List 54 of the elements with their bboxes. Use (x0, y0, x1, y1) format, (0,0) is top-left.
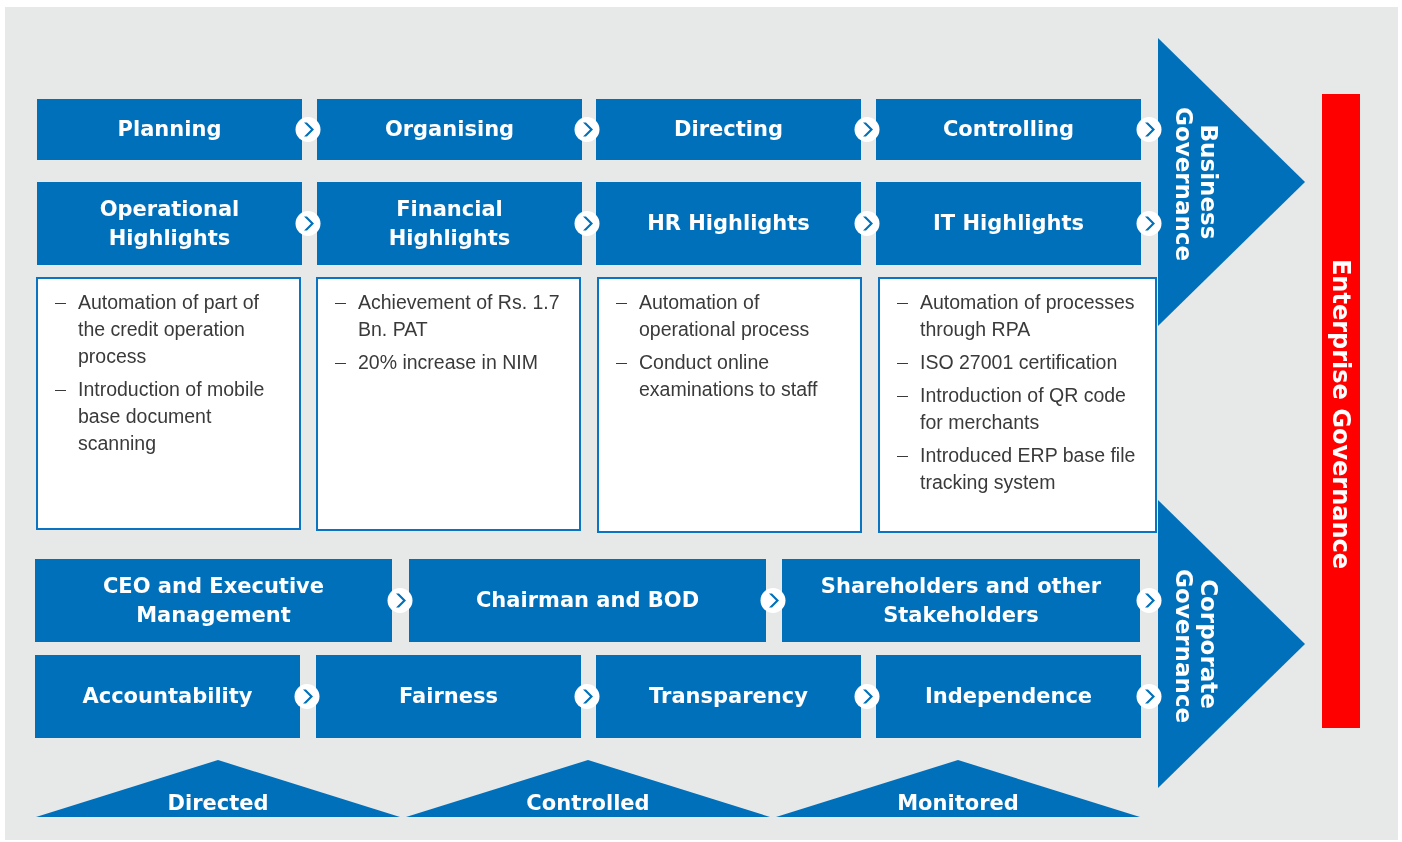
bullet-item: Achievement of Rs. 1.7 Bn. PAT (332, 289, 571, 343)
triangle-banner (776, 760, 1140, 817)
chevron-connector (1136, 117, 1162, 142)
bullet-item: ISO 27001 certification (894, 349, 1147, 376)
text-panel (316, 277, 581, 531)
governance-arrow (1158, 38, 1305, 326)
process-box: Planning (37, 99, 302, 160)
process-box: Organising (317, 99, 582, 160)
process-box: Controlling (876, 99, 1141, 160)
bullet-item: Automation of part of the credit operation process (52, 289, 291, 370)
bullet-item: 20% increase in NIM (332, 349, 571, 376)
banner-label: Monitored (896, 791, 1020, 815)
text-panel (36, 277, 301, 530)
chevron-connector (574, 684, 600, 709)
bullet-item: Automation of processes through RPA (894, 289, 1147, 343)
bullet-item: Introduced ERP base file tracking system (894, 442, 1147, 496)
process-box: Shareholders and other Stakeholders (782, 559, 1140, 642)
process-box: Directing (596, 99, 861, 160)
bullet-item: Introduction of QR code for merchants (894, 382, 1147, 436)
process-box: CEO and Executive Management (35, 559, 392, 642)
chevron-connector (294, 684, 320, 709)
bullet-item: Conduct online examinations to staff (613, 349, 852, 403)
process-box: Transparency (596, 655, 861, 738)
chevron-connector (854, 117, 880, 142)
process-box: Accountability (35, 655, 300, 738)
process-box: Financial Highlights (317, 182, 582, 265)
process-box: HR Highlights (596, 182, 861, 265)
chevron-connector (854, 684, 880, 709)
process-box: Independence (876, 655, 1141, 738)
bullet-item: Introduction of mobile base document scanning (52, 376, 291, 457)
process-box: Chairman and BOD (409, 559, 766, 642)
chevron-connector (1136, 211, 1162, 236)
triangle-banner (36, 760, 400, 817)
process-box: Fairness (316, 655, 581, 738)
process-box: Operational Highlights (37, 182, 302, 265)
chevron-connector (1136, 588, 1162, 613)
process-box: IT Highlights (876, 182, 1141, 265)
vertical-banner (1322, 94, 1360, 728)
text-panel (878, 277, 1157, 533)
banner-label: Enterprise Governance (1327, 259, 1355, 569)
chevron-connector (574, 117, 600, 142)
chevron-connector (295, 117, 321, 142)
bullet-item: Automation of operational process (613, 289, 852, 343)
banner-label: Controlled (525, 791, 651, 815)
chevron-connector (854, 211, 880, 236)
text-panel (597, 277, 862, 533)
banner-label: Directed (166, 791, 270, 815)
governance-arrow (1158, 500, 1305, 788)
chevron-connector (387, 588, 413, 613)
chevron-connector (760, 588, 786, 613)
chevron-connector (295, 211, 321, 236)
chevron-connector (574, 211, 600, 236)
triangle-banner (406, 760, 770, 817)
chevron-connector (1136, 684, 1162, 709)
